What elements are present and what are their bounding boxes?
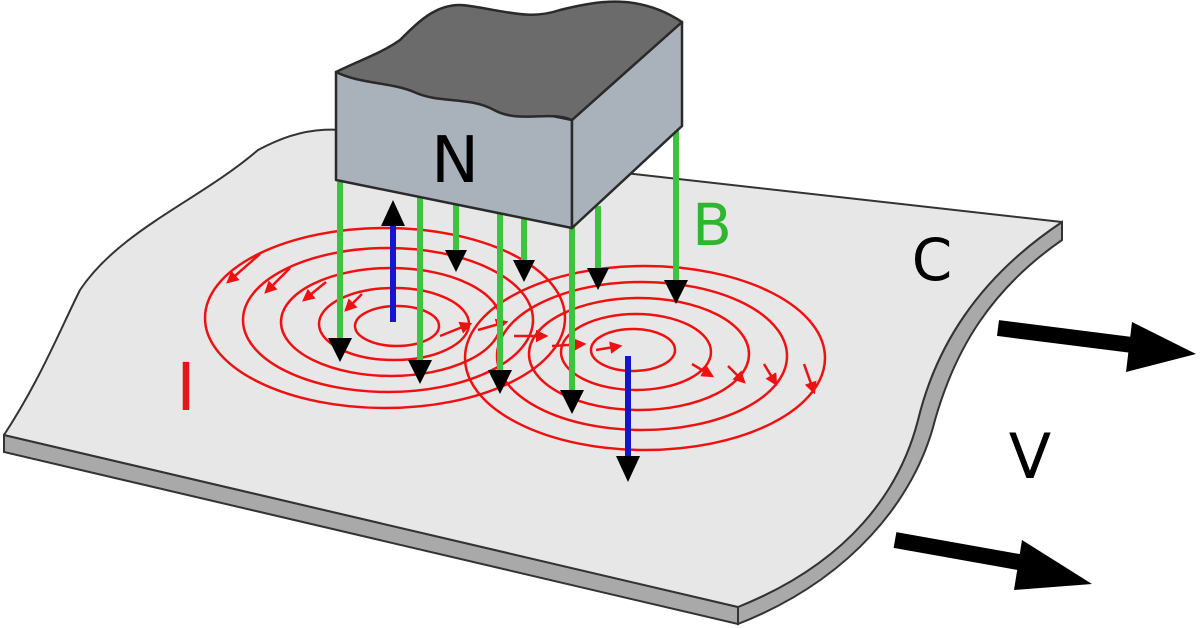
current-label: I bbox=[176, 349, 195, 426]
current-arrow bbox=[226, 253, 261, 284]
eddy-loop bbox=[559, 312, 713, 392]
arrowhead bbox=[560, 390, 584, 414]
current-arrow bbox=[727, 365, 746, 384]
arrowhead bbox=[408, 360, 432, 384]
motion-arrow-upper-head bbox=[1126, 322, 1196, 372]
motion-arrows bbox=[893, 320, 1196, 590]
eddy-currents bbox=[203, 226, 827, 452]
arrowhead bbox=[513, 260, 535, 282]
eddy-loop bbox=[353, 304, 441, 348]
eddy-loop bbox=[463, 264, 827, 452]
conductor-label: C bbox=[912, 226, 953, 294]
current-arrow bbox=[302, 281, 327, 302]
arrowhead bbox=[664, 280, 688, 304]
current-direction-arrows bbox=[226, 253, 817, 395]
eddy-current-right bbox=[463, 264, 827, 452]
induced-field-arrows bbox=[381, 200, 640, 482]
current-arrow bbox=[551, 338, 587, 351]
magnet-pole-label: N bbox=[431, 124, 479, 198]
arrowhead bbox=[587, 268, 609, 290]
current-arrow bbox=[802, 363, 817, 395]
current-arrow bbox=[691, 362, 715, 378]
current-arrow bbox=[344, 293, 363, 312]
eddy-loop bbox=[527, 296, 751, 412]
magnet bbox=[334, 0, 684, 230]
eddy-loop bbox=[203, 226, 567, 410]
current-arrow bbox=[439, 321, 473, 338]
motion-arrow-lower-head bbox=[1014, 540, 1092, 590]
current-arrow bbox=[264, 267, 291, 294]
eddy-loop bbox=[241, 246, 535, 394]
eddy-current-left bbox=[203, 226, 567, 410]
arrowhead bbox=[445, 250, 467, 272]
induced-up-arrowhead bbox=[381, 200, 405, 226]
field-arrowheads bbox=[328, 250, 688, 414]
velocity-label: V bbox=[1009, 420, 1051, 493]
field-label: B bbox=[692, 191, 732, 259]
magnet-top-face bbox=[334, 0, 684, 122]
motion-arrow-upper-shaft bbox=[996, 320, 1142, 354]
current-arrow bbox=[595, 341, 623, 354]
arrowhead bbox=[328, 338, 352, 362]
arrowhead bbox=[488, 370, 512, 394]
eddy-loop bbox=[589, 327, 677, 373]
magnetic-field-lines bbox=[337, 126, 679, 392]
motion-arrow-lower-shaft bbox=[893, 532, 1032, 572]
current-arrow bbox=[762, 363, 778, 387]
induced-down-arrowhead bbox=[616, 456, 640, 482]
